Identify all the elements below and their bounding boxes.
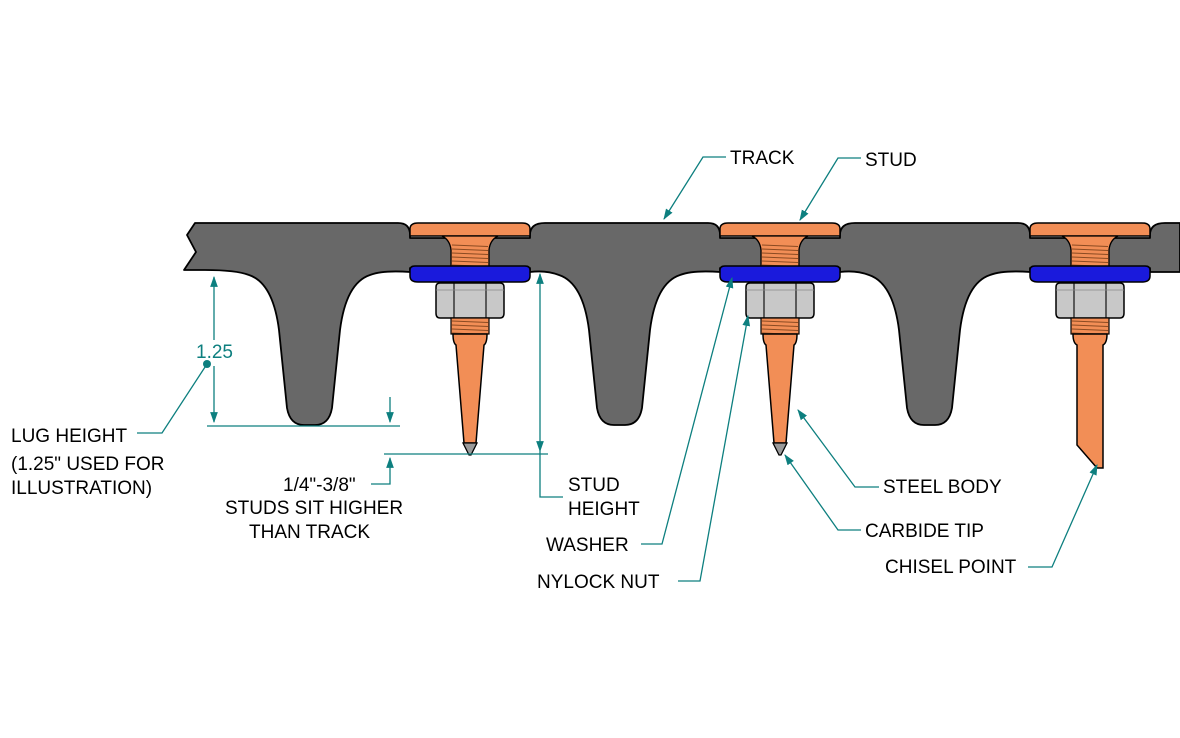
stud-1-nylock-nut	[435, 282, 505, 319]
washer-label: WASHER	[546, 535, 629, 556]
stud-offset-note-line1: STUDS SIT HIGHER	[225, 498, 403, 519]
stud-2-steel-body	[762, 333, 798, 444]
stud-1-thread-line	[451, 260, 489, 263]
stud-1-thread-line	[451, 248, 489, 251]
stud-3-chisel-body	[1072, 333, 1108, 469]
stud-label: STUD	[865, 150, 917, 171]
stud-1-thread-line	[451, 256, 489, 259]
stud-height-label-line1: STUD	[568, 475, 620, 496]
stud-height-label-line2: HEIGHT	[568, 499, 640, 520]
stud-1-carbide-tip	[461, 442, 479, 456]
stud-2-thread-line	[761, 252, 799, 255]
chisel-point-leader	[1028, 463, 1098, 568]
lug-height-leader	[137, 363, 208, 434]
track-leader	[663, 156, 726, 220]
stud-leader	[799, 157, 861, 221]
stud-3-thread-line	[1071, 320, 1109, 323]
stud-1-thread-line	[451, 324, 489, 327]
stud-1-thread-line	[451, 244, 489, 247]
stud-3-thread-line	[1071, 328, 1109, 331]
stud-3-thread-line	[1071, 248, 1109, 251]
stud-2-thread-line	[761, 260, 799, 263]
lug-note-line2: ILLUSTRATION)	[11, 478, 152, 499]
stud-3-thread-line	[1071, 252, 1109, 255]
lug-note-line1: (1.25" USED FOR	[11, 454, 165, 475]
stud-2-thread-line	[761, 248, 799, 251]
stud-2-shank	[751, 235, 809, 269]
stud-1-thread-line	[451, 320, 489, 323]
lug-height-value: 1.25	[196, 342, 233, 363]
nylock-leader	[678, 314, 751, 582]
stud-1-head	[409, 222, 531, 237]
stud-3-nylock-nut	[1055, 282, 1125, 319]
stud-2-washer	[719, 265, 841, 283]
stud-2-thread-line	[761, 328, 799, 331]
stud-1-steel-body	[452, 333, 488, 444]
stud-2-carbide-tip	[771, 442, 789, 456]
stud-3-shank	[1061, 235, 1119, 269]
stud-3-thread-line	[1071, 324, 1109, 327]
stud-3-thread-line	[1071, 256, 1109, 259]
stud-1-thread-line	[451, 328, 489, 331]
stud-2-thread-line	[761, 320, 799, 323]
stud-2-thread-line	[761, 256, 799, 259]
carbide-tip-label: CARBIDE TIP	[865, 521, 984, 542]
steel-body-label: STEEL BODY	[883, 477, 1002, 498]
washer-leader	[641, 276, 734, 545]
stud-3-thread-line	[1071, 244, 1109, 247]
stud-1-shank	[441, 235, 499, 269]
steel-body-leader	[797, 409, 879, 488]
nylock-nut-label: NYLOCK NUT	[537, 572, 660, 593]
stud-2-nylock-nut	[745, 282, 815, 319]
lug-height-label: LUG HEIGHT	[11, 426, 128, 447]
stud-3-head	[1029, 222, 1151, 237]
stud-3-thread-line	[1071, 260, 1109, 263]
chisel-point-label: CHISEL POINT	[885, 557, 1017, 578]
track-label: TRACK	[730, 148, 795, 169]
offset-leader	[371, 480, 391, 485]
stud-2-thread-line	[761, 324, 799, 327]
stud-offset-note-line2: THAN TRACK	[249, 522, 370, 543]
stud-2-head	[719, 222, 841, 237]
stud-offset-label: 1/4"-3/8"	[283, 475, 356, 496]
carbide-tip-leader	[784, 454, 861, 531]
stud-height-leader	[539, 451, 563, 498]
track-body	[183, 222, 1180, 426]
stud-1-thread-line	[451, 252, 489, 255]
stud-1-washer	[409, 265, 531, 283]
stud-3-washer	[1029, 265, 1151, 283]
stud-2-thread-line	[761, 244, 799, 247]
